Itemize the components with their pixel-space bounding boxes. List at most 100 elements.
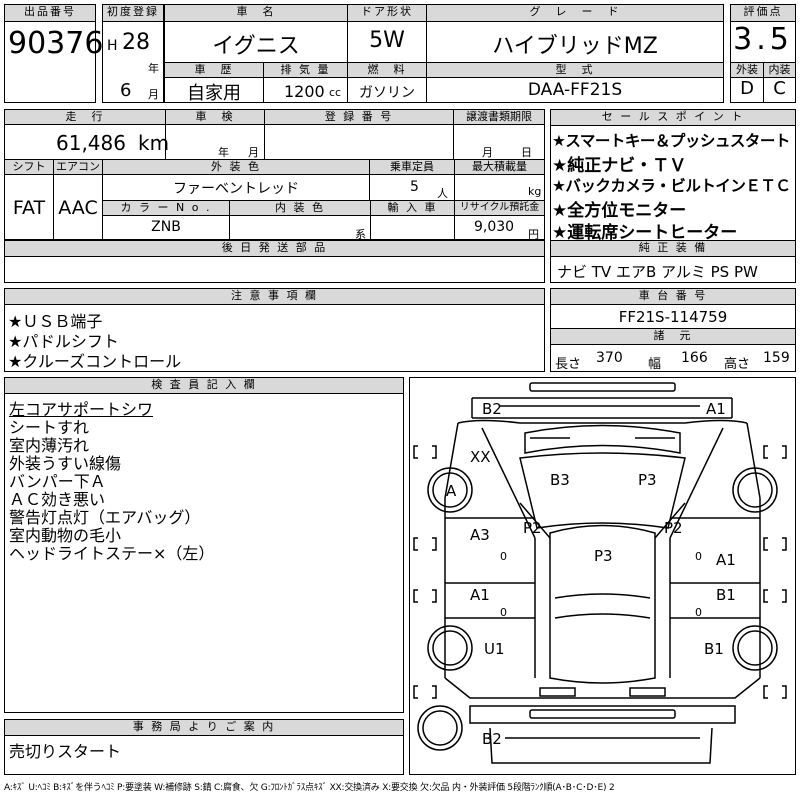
int-color-box — [229, 215, 371, 240]
score-label: 評価点 — [730, 4, 796, 22]
inspection-month-unit: 月 — [248, 146, 259, 159]
later-parts-box — [4, 256, 545, 283]
reg-no-label: 登 録 番 号 — [264, 109, 454, 125]
width-label: 幅 — [648, 357, 662, 372]
equipment-label: 純 正 装 備 — [550, 240, 796, 257]
shift-label: シフト — [4, 159, 54, 175]
mark-zero-4: 0 — [695, 606, 702, 619]
displacement-label: 排 気 量 — [263, 62, 348, 78]
inspector-label: 検 査 員 記 入 欄 — [4, 377, 404, 394]
sales-point-1: ★スマートキー＆プッシュスタート — [552, 132, 790, 150]
interior-label: 内装 — [763, 62, 796, 78]
office-label: 事 務 局 よ り ご 案 内 — [4, 719, 404, 736]
mark-zero-1: 0 — [500, 550, 507, 563]
height-label: 高さ — [724, 357, 751, 372]
later-parts-label: 後 日 発 送 部 品 — [4, 240, 545, 257]
mark-rear: B2 — [482, 730, 502, 748]
mark-zero-2: 0 — [500, 606, 507, 619]
mark-zero-3: 0 — [695, 550, 702, 563]
first-reg-era: H — [107, 38, 118, 54]
mark-quarter-right: B1 — [704, 640, 724, 658]
mark-door-rr: B1 — [716, 586, 736, 604]
lot-box — [4, 21, 96, 103]
door-label: ドア形状 — [347, 4, 427, 22]
inspector-line-4: 外装うすい線傷 — [9, 454, 122, 473]
exterior-grade: D — [740, 78, 754, 99]
displacement: 1200 — [284, 82, 325, 101]
note-3: ★クルーズコントロール — [8, 352, 182, 371]
lot-label: 出品番号 — [4, 4, 96, 22]
capacity-label: 乗車定員 — [369, 159, 455, 175]
car-name-label: 車 名 — [164, 4, 348, 22]
transfer-month-unit: 月 — [482, 146, 493, 159]
max-load-unit: kg — [528, 185, 542, 198]
first-reg-month-unit: 月 — [148, 88, 159, 101]
mark-pillar-right: P2 — [664, 519, 683, 537]
note-2: ★パドルシフト — [8, 332, 119, 351]
mileage-label: 走 行 — [4, 109, 166, 125]
first-reg-box — [102, 21, 164, 103]
recycle-unit: 円 — [528, 228, 539, 241]
color-no-label: カ ラ ー N o . — [102, 200, 230, 216]
inspector-line-6: ＡＣ効き悪い — [9, 490, 106, 509]
inspector-line-1: 左コアサポートシワ — [9, 400, 154, 419]
mark-hood-left: XX — [470, 448, 491, 466]
sales-point-5: ★運転席シートヒーター — [552, 223, 738, 243]
lot-number: 90376 — [8, 26, 104, 61]
equipment-box — [550, 256, 796, 283]
mark-door-rl: A1 — [470, 586, 490, 604]
displacement-unit: cc — [329, 86, 342, 99]
history: 自家用 — [187, 83, 241, 104]
sales-point-4: ★全方位モニター — [552, 201, 687, 221]
shift: FAT — [12, 197, 46, 219]
equipment: ナビ TV エアB アルミ PS PW — [557, 263, 758, 281]
recycle: 9,030 — [474, 219, 515, 235]
mark-quarter-left: U1 — [484, 640, 505, 658]
inspector-line-3: 室内薄汚れ — [9, 436, 90, 455]
mileage-unit: km — [138, 131, 170, 155]
ext-color-label: 外 装 色 — [102, 159, 370, 175]
inspector-line-7: 警告灯点灯（エアバッグ） — [9, 508, 201, 527]
interior-grade: C — [773, 78, 786, 99]
mark-roof-left: B3 — [550, 471, 570, 489]
model: DAA-FF21S — [527, 80, 623, 100]
height: 159 — [763, 350, 790, 366]
sales-point-3: ★バックカメラ・ビルトインＥＴＣ — [552, 177, 791, 195]
door-type: 5W — [369, 28, 405, 53]
inspector-line-2: シートすれ — [9, 418, 90, 437]
capacity: 5 — [410, 179, 419, 195]
inspector-line-9: ヘッドライトステー×（左） — [9, 544, 215, 563]
office-box — [4, 735, 404, 775]
interior-box — [763, 77, 796, 103]
sales-point-2: ★純正ナビ・ＴＶ — [552, 156, 687, 176]
int-color-label: 内 装 色 — [229, 200, 371, 216]
inspector-box — [4, 393, 404, 713]
recycle-label: リサイクル預託金 — [454, 200, 545, 216]
office-text: 売切りスタート — [9, 742, 122, 761]
recycle-box — [454, 215, 545, 240]
import-label: 輸 入 車 — [370, 200, 455, 216]
mark-wheel-fl: A — [446, 482, 457, 500]
mark-front-right: A1 — [706, 400, 726, 418]
note-1: ★ＵＳＢ端子 — [8, 312, 103, 331]
first-reg-year-unit: 年 — [148, 62, 159, 75]
history-label: 車 歴 — [164, 62, 264, 78]
inspection-year-unit: 年 — [218, 146, 229, 159]
notes-label: 注 意 事 項 欄 — [4, 288, 545, 305]
car-name: イグニス — [212, 34, 300, 59]
mark-roof-center: P3 — [594, 547, 613, 565]
fuel-label: 燃 料 — [347, 62, 427, 78]
first-reg-year: 28 — [122, 30, 150, 55]
first-reg-month: 6 — [120, 80, 132, 101]
notes-box — [4, 304, 545, 372]
mark-front-left: B2 — [482, 400, 502, 418]
import-box — [370, 215, 455, 240]
sales-points-label: セ ー ル ス ポ イ ン ト — [550, 109, 796, 126]
int-color-unit: 系 — [355, 228, 366, 241]
grade: ハイブリッドMZ — [492, 34, 658, 59]
grade-label: グ レ ー ド — [426, 4, 724, 22]
mark-pillar-left: P2 — [523, 519, 542, 537]
mileage: 61,486 — [56, 131, 126, 155]
fuel: ガソリン — [359, 85, 415, 101]
mark-door-fr: A1 — [716, 551, 736, 569]
